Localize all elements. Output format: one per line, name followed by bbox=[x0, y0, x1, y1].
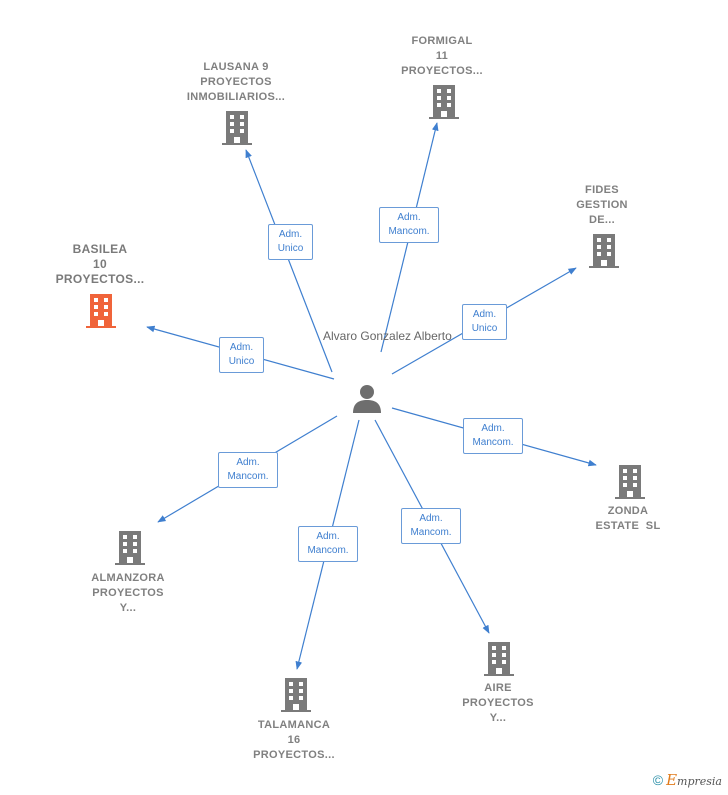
role-badge-formigal[interactable]: Adm. Mancom. bbox=[379, 207, 439, 243]
role-line: Adm. bbox=[236, 457, 260, 468]
label-line: FIDES bbox=[585, 184, 619, 196]
label-line: GESTION bbox=[576, 199, 628, 211]
label-line: ESTATE SL bbox=[595, 520, 661, 532]
role-line: Adm. bbox=[316, 531, 340, 542]
person-icon[interactable] bbox=[352, 383, 382, 413]
brand-initial: E bbox=[666, 771, 678, 789]
empresia-footer[interactable]: ©Empresia bbox=[653, 771, 722, 789]
company-label-formigal[interactable]: FORMIGAL 11 PROYECTOS... bbox=[382, 34, 502, 79]
building-icon[interactable] bbox=[429, 85, 459, 119]
building-icon[interactable] bbox=[615, 465, 645, 499]
label-line: Y... bbox=[489, 712, 507, 724]
role-badge-talamanca[interactable]: Adm. Mancom. bbox=[298, 526, 358, 562]
company-label-basilea[interactable]: BASILEA 10 PROYECTOS... bbox=[44, 242, 156, 287]
label-line: 16 bbox=[287, 734, 301, 746]
role-line: Adm. bbox=[472, 309, 497, 320]
label-line: PROYECTOS... bbox=[55, 272, 145, 286]
role-line: Adm. bbox=[481, 423, 505, 434]
role-line: Mancom. bbox=[472, 437, 514, 448]
role-line: Mancom. bbox=[227, 471, 269, 482]
company-label-almanzora[interactable]: ALMANZORA PROYECTOS Y... bbox=[82, 571, 174, 616]
role-line: Mancom. bbox=[410, 527, 452, 538]
building-icon[interactable] bbox=[484, 642, 514, 676]
label-line: PROYECTOS... bbox=[401, 65, 483, 77]
edge-lausana bbox=[245, 149, 333, 373]
person-name-line: Alberto bbox=[413, 329, 452, 343]
label-line: PROYECTOS... bbox=[253, 749, 335, 761]
copyright-symbol: © bbox=[652, 772, 664, 788]
label-line: ZONDA bbox=[607, 505, 649, 517]
label-line: ALMANZORA bbox=[91, 572, 165, 584]
company-label-fides[interactable]: FIDES GESTION DE... bbox=[562, 183, 642, 228]
label-line: 10 bbox=[93, 257, 107, 271]
role-line: Adm. bbox=[419, 513, 443, 524]
building-icon[interactable] bbox=[115, 531, 145, 565]
role-badge-aire[interactable]: Adm. Mancom. bbox=[401, 508, 461, 544]
label-line: TALAMANCA bbox=[257, 719, 331, 731]
role-line: Adm. bbox=[278, 229, 303, 240]
role-badge-zonda[interactable]: Adm. Mancom. bbox=[463, 418, 523, 454]
label-line: AIRE bbox=[484, 682, 512, 694]
role-badge-fides[interactable]: Adm. Unico bbox=[462, 304, 507, 340]
role-line: Unico bbox=[471, 323, 498, 334]
label-line: INMOBILIARIOS... bbox=[186, 91, 286, 103]
person-name-line: Alvaro bbox=[323, 329, 358, 343]
role-line: Mancom. bbox=[388, 226, 430, 237]
label-line: PROYECTOS bbox=[200, 76, 272, 88]
role-line: Unico bbox=[228, 356, 255, 367]
role-line: Adm. bbox=[229, 342, 254, 353]
label-line: 11 bbox=[435, 50, 449, 62]
label-line: FORMIGAL bbox=[411, 35, 473, 47]
person-name-line: Gonzalez bbox=[360, 329, 412, 343]
company-label-aire[interactable]: AIRE PROYECTOS Y... bbox=[452, 681, 544, 726]
role-badge-lausana[interactable]: Adm. Unico bbox=[268, 224, 313, 260]
person-name[interactable]: Alvaro Gonzalez Alberto bbox=[323, 329, 452, 344]
label-line: PROYECTOS bbox=[462, 697, 534, 709]
building-icon[interactable] bbox=[589, 234, 619, 268]
role-line: Unico bbox=[277, 243, 304, 254]
company-label-talamanca[interactable]: TALAMANCA 16 PROYECTOS... bbox=[244, 718, 344, 763]
building-icon[interactable] bbox=[222, 111, 252, 145]
brand-name: mpresia bbox=[677, 775, 722, 788]
building-icon[interactable] bbox=[281, 678, 311, 712]
label-line: PROYECTOS bbox=[92, 587, 164, 599]
role-line: Adm. bbox=[397, 212, 421, 223]
label-line: BASILEA bbox=[72, 242, 128, 256]
label-line: LAUSANA 9 bbox=[203, 61, 269, 73]
company-label-zonda[interactable]: ZONDA ESTATE SL bbox=[584, 504, 672, 534]
role-line: Mancom. bbox=[307, 545, 349, 556]
label-line: Y... bbox=[119, 602, 137, 614]
role-badge-basilea[interactable]: Adm. Unico bbox=[219, 337, 264, 373]
label-line: DE... bbox=[589, 214, 615, 226]
company-label-lausana[interactable]: LAUSANA 9 PROYECTOS INMOBILIARIOS... bbox=[172, 60, 300, 105]
role-badge-almanzora[interactable]: Adm. Mancom. bbox=[218, 452, 278, 488]
building-icon-highlighted[interactable] bbox=[86, 294, 116, 328]
